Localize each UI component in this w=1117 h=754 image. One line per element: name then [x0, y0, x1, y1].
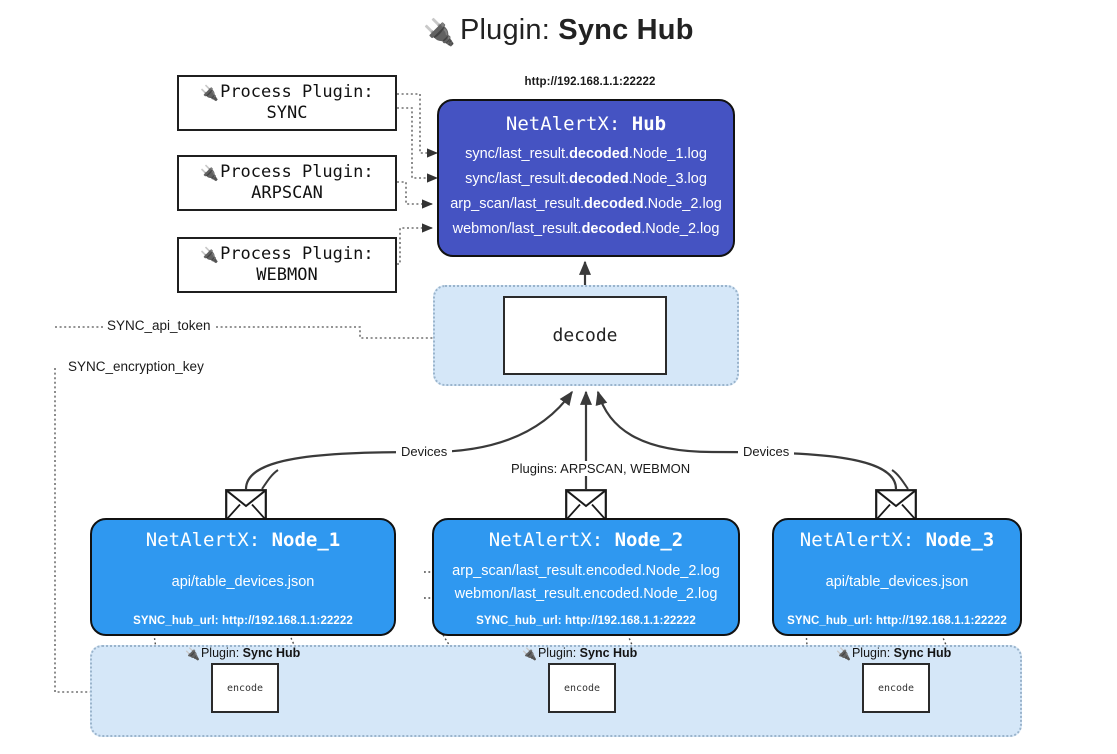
node-file-list: api/table_devices.json	[774, 551, 1020, 615]
node-hub-url-value: http://192.168.1.1:22222	[876, 615, 1007, 627]
process-plugin-box-webmon[interactable]: 🔌Process Plugin: WEBMON	[177, 237, 397, 293]
hub-log-line: sync/last_result.decoded.Node_3.log	[465, 167, 707, 192]
plugins-label-center: Plugins: ARPSCAN, WEBMON	[506, 461, 696, 476]
encode-plugin-name: Sync Hub	[893, 646, 952, 660]
encode-plugin-prefix: Plugin:	[537, 646, 577, 660]
log-pre: webmon/last_result.	[452, 221, 582, 238]
node-title: NetAlertX: Node_2	[489, 529, 683, 551]
node-hub-url-key: SYNC_hub_url:	[476, 615, 562, 627]
hub-log-line: webmon/last_result.decoded.Node_2.log	[453, 217, 720, 242]
encode-box[interactable]: encode	[211, 663, 279, 713]
encode-plugin-label: 🔌Plugin: Sync Hub	[836, 646, 951, 661]
node-hub-url-key: SYNC_hub_url:	[787, 615, 873, 627]
node-file: api/table_devices.json	[825, 574, 969, 591]
log-post: .Node_1.log	[628, 146, 707, 162]
process-plugin-name: SYNC	[266, 103, 308, 123]
encode-plugin-name: Sync Hub	[242, 646, 301, 660]
node-hub-url-value: http://192.168.1.1:22222	[222, 615, 353, 627]
devices-label-right: Devices	[738, 444, 795, 459]
log-mid: decoded	[581, 221, 642, 238]
hub-title-prefix: NetAlertX:	[505, 113, 621, 135]
node-hub-url: SYNC_hub_url: http://192.168.1.1:22222	[133, 615, 353, 627]
process-plugin-box-sync[interactable]: 🔌Process Plugin: SYNC	[177, 75, 397, 131]
log-post: .Node_2.log	[641, 221, 720, 238]
plug-icon: 🔌	[522, 647, 537, 661]
node-file-list: api/table_devices.json	[92, 551, 394, 615]
node-title-name: Node_2	[614, 529, 684, 551]
encode-plugin-prefix: Plugin:	[851, 646, 891, 660]
node-hub-url-value: http://192.168.1.1:22222	[565, 615, 696, 627]
hub-title: NetAlertX: Hub	[506, 113, 666, 135]
log-post: .Node_2.log	[643, 196, 722, 213]
sync-api-token-label: SYNC_api_token	[103, 318, 215, 333]
envelope-icon	[565, 489, 607, 521]
process-plugin-label: Process Plugin:	[220, 243, 374, 264]
node-title-prefix: NetAlertX:	[145, 529, 261, 551]
sync-encryption-key-label: SYNC_encryption_key	[64, 359, 208, 374]
envelope-icon	[225, 489, 267, 521]
node-hub-url-key: SYNC_hub_url:	[133, 615, 219, 627]
hub-title-name: Hub	[631, 113, 667, 135]
hub-box[interactable]: NetAlertX: Hub sync/last_result.decoded.…	[437, 99, 735, 257]
node-file: api/table_devices.json	[171, 574, 315, 591]
log-pre: sync/last_result.	[465, 171, 570, 188]
node-title: NetAlertX: Node_1	[146, 529, 340, 551]
page-title: 🔌Plugin: Sync Hub	[0, 14, 1117, 48]
page-title-name: Sync Hub	[558, 14, 694, 46]
process-plugin-name: WEBMON	[256, 265, 318, 285]
log-mid: decoded	[569, 146, 629, 162]
process-plugin-box-arpscan[interactable]: 🔌Process Plugin: ARPSCAN	[177, 155, 397, 211]
log-pre: arp_scan/last_result.	[450, 196, 584, 213]
process-plugin-label: Process Plugin:	[220, 161, 374, 182]
node-file-list: arp_scan/last_result.encoded.Node_2.log …	[434, 551, 738, 615]
log-post: .Node_3.log	[628, 171, 707, 188]
plug-icon: 🔌	[200, 83, 220, 102]
encode-box[interactable]: encode	[862, 663, 930, 713]
envelope-icon	[875, 489, 917, 521]
node-title-prefix: NetAlertX:	[799, 529, 915, 551]
decode-box[interactable]: decode	[503, 296, 667, 375]
encode-box[interactable]: encode	[548, 663, 616, 713]
log-pre: sync/last_result.	[465, 146, 570, 162]
encode-plugin-prefix: Plugin:	[200, 646, 240, 660]
page-title-prefix: Plugin:	[459, 14, 551, 46]
plug-icon: 🔌	[185, 647, 200, 661]
log-mid: decoded	[583, 196, 644, 213]
plug-icon: 🔌	[200, 245, 220, 264]
node-title: NetAlertX: Node_3	[800, 529, 994, 551]
hub-log-line: sync/last_result.decoded.Node_1.log	[465, 142, 707, 167]
process-plugin-name: ARPSCAN	[251, 183, 323, 203]
node-hub-url: SYNC_hub_url: http://192.168.1.1:22222	[476, 615, 696, 627]
plug-icon: 🔌	[836, 647, 851, 661]
process-plugin-label: Process Plugin:	[220, 81, 374, 102]
hub-log-line: arp_scan/last_result.decoded.Node_2.log	[450, 192, 722, 217]
devices-label-left: Devices	[396, 444, 453, 459]
log-mid: decoded	[569, 171, 629, 188]
node-file: webmon/last_result.encoded.Node_2.log	[454, 586, 718, 602]
hub-url-label: http://192.168.1.1:22222	[524, 76, 656, 88]
node-title-prefix: NetAlertX:	[488, 529, 604, 551]
encode-plugin-name: Sync Hub	[579, 646, 638, 660]
node-title-name: Node_3	[925, 529, 995, 551]
node-file: arp_scan/last_result.encoded.Node_2.log	[452, 562, 720, 579]
node-box-node-3[interactable]: NetAlertX: Node_3 api/table_devices.json…	[772, 518, 1022, 636]
plug-icon: 🔌	[423, 17, 456, 47]
node-box-node-2[interactable]: NetAlertX: Node_2 arp_scan/last_result.e…	[432, 518, 740, 636]
plug-icon: 🔌	[200, 163, 220, 182]
encode-plugin-label: 🔌Plugin: Sync Hub	[522, 646, 637, 661]
encode-plugin-label: 🔌Plugin: Sync Hub	[185, 646, 300, 661]
node-hub-url: SYNC_hub_url: http://192.168.1.1:22222	[787, 615, 1007, 627]
node-box-node-1[interactable]: NetAlertX: Node_1 api/table_devices.json…	[90, 518, 396, 636]
node-title-name: Node_1	[271, 529, 341, 551]
